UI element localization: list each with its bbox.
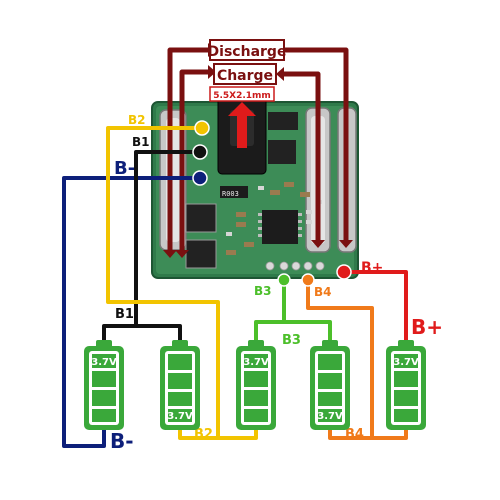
charge-label-box: Charge — [213, 63, 277, 85]
resistor-label: R003 — [222, 190, 239, 198]
b4-wire — [306, 280, 408, 440]
b-minus-terminal-dot — [192, 170, 208, 186]
b1-top-label: B1 — [132, 135, 150, 149]
battery-cell-3: 3.7V — [236, 340, 276, 430]
b2-wire — [106, 126, 258, 440]
discharge-wiring — [167, 47, 349, 250]
b1-wire — [102, 150, 200, 348]
discharge-label: Discharge — [208, 44, 287, 60]
cell-4-voltage: 3.7V — [317, 411, 343, 422]
b-plus-big-label: B+ — [411, 315, 443, 339]
b1-terminal-dot — [192, 144, 208, 160]
b3-wire — [254, 280, 332, 348]
cell-5-voltage: 3.7V — [393, 357, 419, 368]
b2-bottom-label: B2 — [194, 427, 213, 442]
cell-3-voltage: 3.7V — [243, 357, 269, 368]
discharge-label-box: Discharge — [208, 39, 287, 61]
battery-cell-4: 3.7V — [310, 340, 350, 430]
b2-top-label: B2 — [128, 113, 146, 127]
cell-2-voltage: 3.7V — [167, 411, 193, 422]
b3-terminal-dot — [277, 273, 291, 287]
b1-bottom-label: B1 — [115, 307, 134, 322]
b-minus-top-label: B- — [114, 158, 135, 179]
battery-cell-5: 3.7V — [386, 340, 426, 430]
battery-cell-2: 3.7V — [160, 340, 200, 430]
charge-label: Charge — [217, 68, 273, 84]
b-plus-terminal-dot — [336, 264, 352, 280]
b-plus-small-label: B+ — [361, 260, 383, 276]
b4-top-label: B4 — [314, 285, 332, 299]
connector-label-box: 5.5X2.1mm — [209, 86, 275, 102]
connector-size-label: 5.5X2.1mm — [213, 91, 271, 101]
charge-port-arrow-icon — [228, 102, 256, 148]
b2-terminal-dot — [194, 120, 210, 136]
b4-terminal-dot — [301, 273, 315, 287]
b-minus-bottom-label: B- — [110, 429, 134, 453]
b4-bottom-label: B4 — [345, 427, 364, 442]
b3-bottom-label: B3 — [282, 333, 301, 348]
b3-top-label: B3 — [254, 284, 272, 298]
battery-cell-1: 3.7V — [84, 340, 124, 430]
b-plus-wire — [346, 270, 408, 348]
cell-1-voltage: 3.7V — [91, 357, 117, 368]
